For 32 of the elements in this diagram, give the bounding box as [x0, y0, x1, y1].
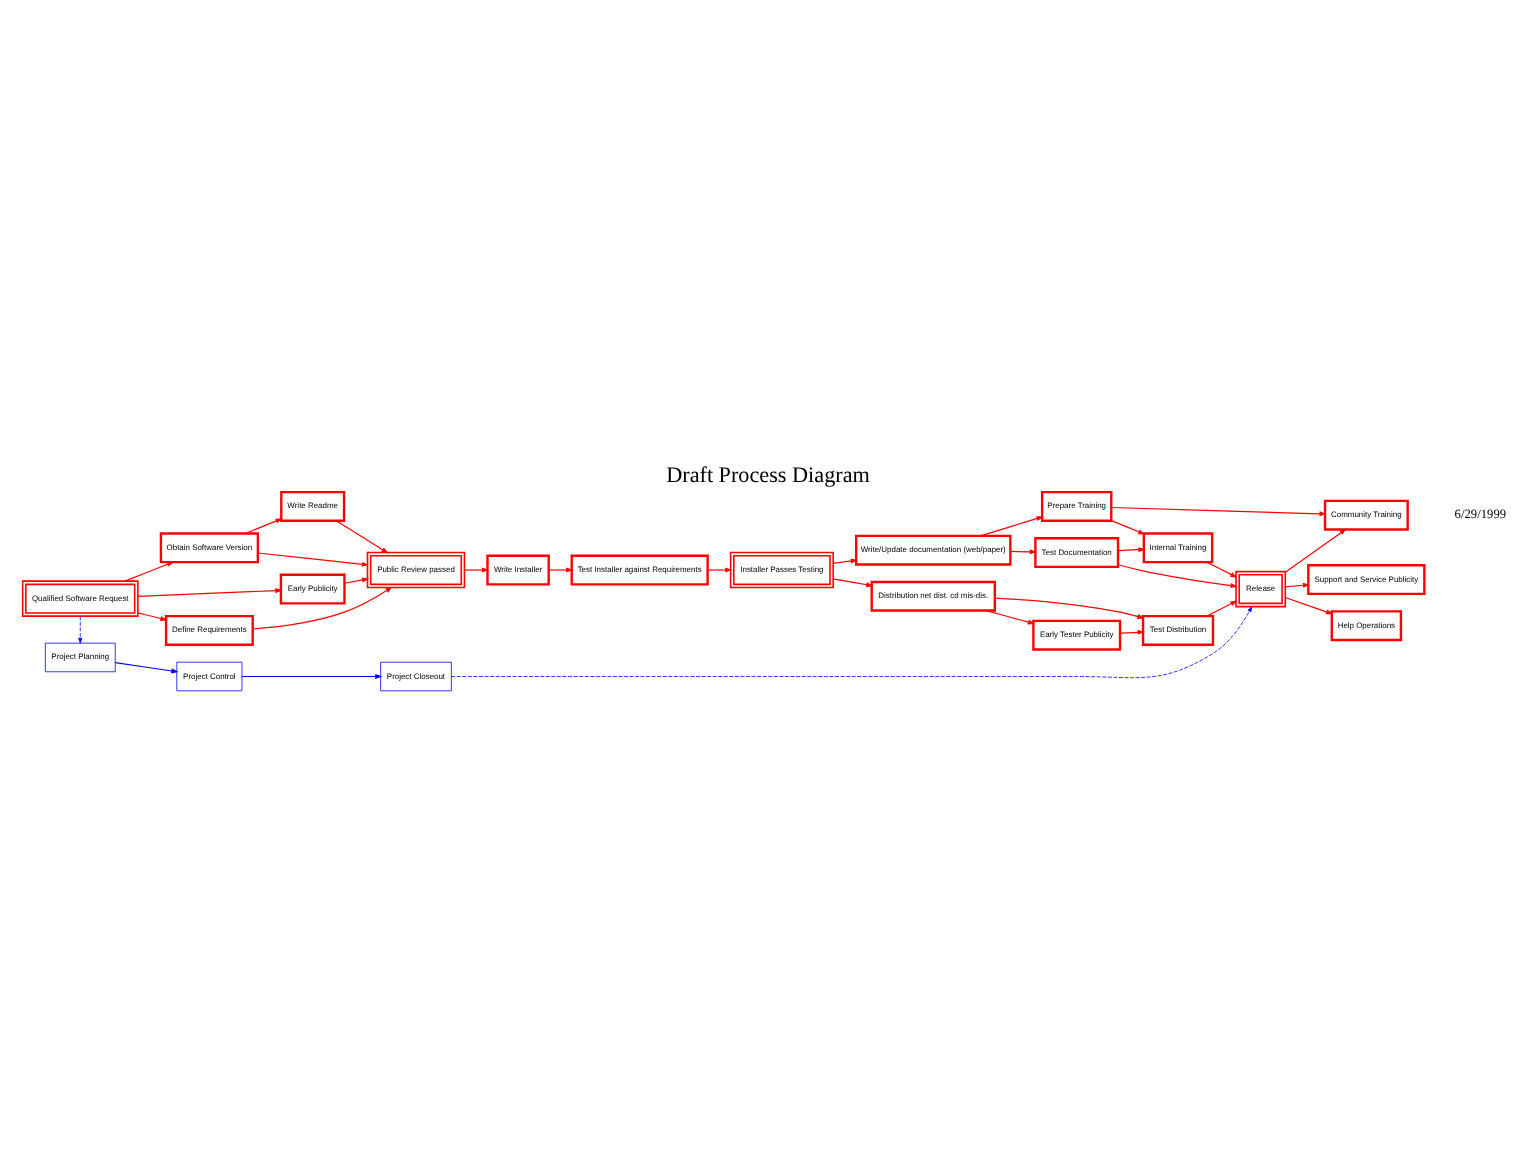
- arrow: [137, 588, 283, 597]
- arrow: [1284, 596, 1334, 615]
- arrow: [979, 516, 1044, 537]
- arrow: [994, 597, 1145, 619]
- arrow: [114, 661, 179, 674]
- arrow: [257, 552, 370, 567]
- arrow: [241, 674, 383, 680]
- arrow: [343, 577, 370, 584]
- arrow: [1110, 520, 1146, 535]
- arrow: [78, 615, 83, 644]
- arrow: [124, 561, 175, 582]
- arrow: [252, 586, 393, 630]
- arrow: [464, 567, 490, 573]
- arrow: [1206, 600, 1238, 617]
- arrow: [335, 520, 389, 554]
- arrow: [451, 606, 1253, 679]
- arrow: [1284, 528, 1347, 573]
- arrow: [985, 610, 1036, 625]
- arrow: [1206, 561, 1238, 578]
- arrow: [1117, 564, 1238, 588]
- arrow: [1119, 629, 1145, 635]
- arrow: [137, 612, 168, 621]
- arrow: [1009, 549, 1037, 555]
- arrow: [832, 558, 858, 564]
- arrow: [1110, 506, 1327, 517]
- arrow: [707, 567, 733, 573]
- arrow: [832, 578, 874, 588]
- arrow: [244, 518, 283, 535]
- arrow: [1284, 582, 1311, 588]
- diagram-title: Draft Process Diagram: [666, 464, 870, 489]
- arrow: [548, 567, 574, 573]
- arrow: [1117, 547, 1146, 553]
